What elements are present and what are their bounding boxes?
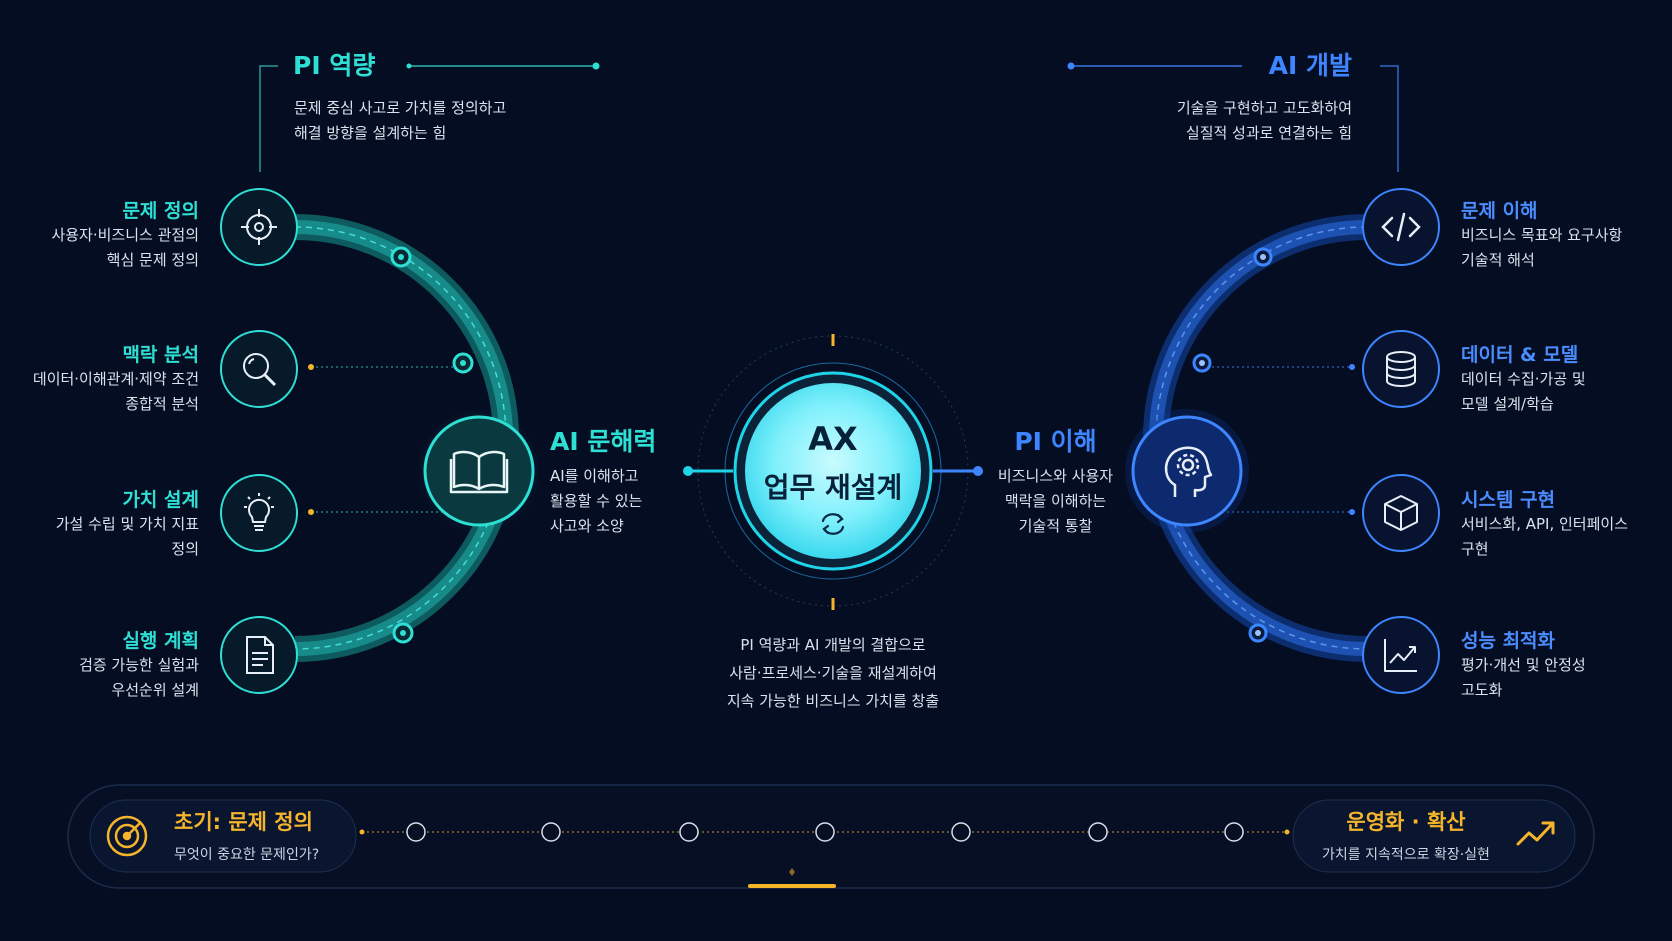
item-title: 문제 이해 — [1461, 200, 1538, 222]
ai-dev-desc: 기술을 구현하고 고도화하여 실질적 성과로 연결하는 힘 — [1177, 96, 1352, 146]
item-desc-line1: 비즈니스 목표와 요구사항 — [1461, 226, 1623, 244]
sync-icon — [821, 513, 845, 535]
left-item-execution-plan: 실행 계획 검증 가능한 실험과 우선순위 설계 — [79, 626, 199, 703]
item-desc-line2: 모델 설계/학습 — [1461, 395, 1554, 413]
item-desc-line1: 가설 수립 및 가치 지표 — [55, 515, 199, 533]
document-icon — [246, 636, 274, 674]
left-item-value-design: 가치 설계 가설 수립 및 가치 지표 정의 — [56, 485, 199, 562]
magnifier-icon — [243, 353, 277, 387]
item-desc-line1: 사용자·비즈니스 관점의 — [51, 226, 199, 244]
right-item-problem-understanding: 문제 이해 비즈니스 목표와 요구사항 기술적 해석 — [1461, 196, 1622, 273]
timeline-start-title: 초기: 문제 정의 — [174, 810, 313, 834]
timeline-end: 운영화 · 확산 가치를 지속적으로 확장·실현 — [1309, 806, 1503, 864]
ai-literacy-line3: 사고와 소양 — [550, 517, 624, 535]
item-desc-line2: 구현 — [1461, 540, 1489, 558]
ai-dev-title: AI 개발 — [1268, 51, 1352, 80]
ai-desc-line1: 기술을 구현하고 고도화하여 — [1176, 99, 1352, 117]
ai-literacy-block: AI 문해력 AI를 이해하고 활용할 수 있는 사고와 소양 — [550, 422, 656, 539]
ai-desc-line2: 실질적 성과로 연결하는 힘 — [1185, 124, 1352, 142]
center-caption-line2: 사람·프로세스·기술을 재설계하여 — [729, 664, 937, 682]
center-caption: PI 역량과 AI 개발의 결합으로 사람·프로세스·기술을 재설계하여 지속 … — [683, 633, 983, 714]
item-desc-line2: 종합적 분석 — [125, 395, 199, 413]
right-item-performance: 성능 최적화 평가·개선 및 안정성 고도화 — [1461, 626, 1586, 703]
cube-icon — [1384, 495, 1418, 531]
timeline-end-title: 운영화 · 확산 — [1346, 810, 1466, 834]
center-title-redesign: 업무 재설계 — [763, 471, 903, 504]
target-icon — [241, 209, 277, 245]
item-desc-line1: 데이터·이해관계·제약 조건 — [32, 370, 199, 388]
ai-literacy-line1: AI를 이해하고 — [550, 467, 639, 485]
item-title: 가치 설계 — [122, 489, 199, 511]
code-icon — [1381, 212, 1421, 242]
database-icon — [1386, 351, 1416, 387]
pi-understanding-title: PI 이해 — [1014, 427, 1097, 456]
item-title: 데이터 & 모델 — [1461, 344, 1579, 366]
item-title: 문제 정의 — [122, 200, 199, 222]
trend-up-icon — [1516, 821, 1555, 846]
item-desc-line1: 데이터 수집·가공 및 — [1461, 370, 1586, 388]
center-caption-line1: PI 역량과 AI 개발의 결합으로 — [740, 636, 926, 654]
item-title: 맥락 분석 — [122, 344, 199, 366]
left-item-context-analysis: 맥락 분석 데이터·이해관계·제약 조건 종합적 분석 — [33, 340, 199, 417]
pi-understanding-line3: 기술적 통찰 — [1018, 517, 1093, 535]
item-desc-line1: 검증 가능한 실험과 — [79, 656, 199, 674]
center-caption-line3: 지속 가능한 비즈니스 가치를 창출 — [726, 692, 940, 710]
book-icon — [449, 450, 509, 494]
pi-understanding-line1: 비즈니스와 사용자 — [997, 467, 1114, 485]
target-icon — [106, 815, 148, 857]
item-desc-line2: 기술적 해석 — [1461, 251, 1535, 269]
head-gear-icon — [1164, 446, 1213, 497]
item-desc-line2: 고도화 — [1461, 681, 1503, 699]
right-item-system-build: 시스템 구현 서비스화, API, 인터페이스 구현 — [1461, 485, 1628, 562]
left-item-problem-definition: 문제 정의 사용자·비즈니스 관점의 핵심 문제 정의 — [51, 196, 199, 273]
lightbulb-icon — [244, 493, 274, 531]
item-desc-line2: 핵심 문제 정의 — [106, 251, 199, 269]
timeline-start-sub: 무엇이 중요한 문제인가? — [174, 847, 320, 863]
pi-desc-line1: 문제 중심 사고로 가치를 정의하고 — [294, 99, 507, 117]
pi-competency-title: PI 역량 — [293, 51, 376, 80]
right-item-data-model: 데이터 & 모델 데이터 수집·가공 및 모델 설계/학습 — [1461, 340, 1586, 417]
pi-understanding-block: PI 이해 비즈니스와 사용자 맥락을 이해하는 기술적 통찰 — [988, 422, 1123, 539]
item-desc-line1: 서비스화, API, 인터페이스 — [1461, 515, 1629, 533]
timeline-end-sub: 가치를 지속적으로 확장·실현 — [1322, 847, 1490, 863]
item-title: 실행 계획 — [122, 630, 199, 652]
chart-icon — [1384, 639, 1417, 672]
pi-competency-desc: 문제 중심 사고로 가치를 정의하고 해결 방향을 설계하는 힘 — [294, 96, 506, 146]
item-title: 성능 최적화 — [1461, 630, 1556, 652]
ai-literacy-line2: 활용할 수 있는 — [550, 492, 643, 510]
pi-understanding-line2: 맥락을 이해하는 — [1004, 492, 1107, 510]
item-desc-line2: 우선순위 설계 — [111, 681, 199, 699]
ai-literacy-title: AI 문해력 — [550, 427, 657, 456]
pi-desc-line2: 해결 방향을 설계하는 힘 — [294, 124, 447, 142]
item-title: 시스템 구현 — [1461, 489, 1556, 511]
item-desc-line2: 정의 — [171, 540, 199, 558]
item-desc-line1: 평가·개선 및 안정성 — [1461, 656, 1586, 674]
timeline-start: 초기: 문제 정의 무엇이 중요한 문제인가? — [174, 806, 319, 864]
center-title-ax: AX — [808, 420, 858, 458]
